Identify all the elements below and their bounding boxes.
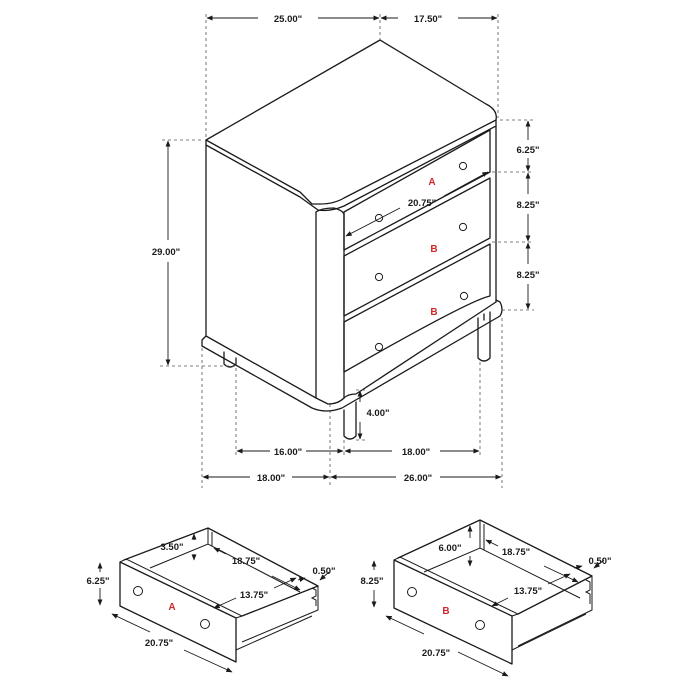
chest-top bbox=[205, 39, 497, 205]
knob-icon bbox=[458, 222, 468, 232]
knob-icon bbox=[374, 342, 384, 352]
drawer-b-label: B bbox=[442, 606, 449, 617]
chest-dimensions bbox=[160, 14, 534, 488]
leg-front-corner bbox=[343, 401, 357, 440]
dim-leg-height: 4.00" bbox=[367, 408, 390, 419]
drawer-a-box bbox=[123, 527, 319, 617]
dim-b-inner-depth: 18.75" bbox=[502, 547, 530, 558]
knob-icon bbox=[407, 587, 417, 597]
leg-back-left bbox=[223, 351, 237, 368]
drawer-label-bottom: B bbox=[430, 307, 437, 318]
drawer-front-middle bbox=[343, 177, 491, 317]
knob-icon bbox=[133, 586, 143, 596]
dim-top-width: 17.50" bbox=[414, 14, 442, 25]
chest-side-panel bbox=[205, 144, 317, 399]
dim-overall-height: 29.00" bbox=[152, 247, 180, 258]
dim-a-panel-thickness: 0.50" bbox=[313, 566, 336, 577]
dim-drawer-front-width: 20.75" bbox=[408, 198, 436, 209]
dim-a-inner-width: 13.75" bbox=[240, 590, 268, 601]
dim-bottom-drawer-height: 8.25" bbox=[517, 270, 540, 281]
knob-icon bbox=[374, 272, 384, 282]
drawer-b-front bbox=[393, 559, 513, 665]
dim-a-front-height: 6.25" bbox=[87, 576, 110, 587]
dim-b-front-height: 8.25" bbox=[361, 576, 384, 587]
knob-icon bbox=[475, 620, 485, 630]
drawer-b-drawing bbox=[371, 519, 605, 677]
drawer-b-dimension-labels: 6.00" 18.75" 0.50" 8.25" 13.75" 20.75" bbox=[361, 543, 612, 659]
knob-icon bbox=[458, 161, 468, 171]
chest-plinth bbox=[201, 299, 503, 412]
dim-b-panel-thickness: 0.50" bbox=[589, 556, 612, 567]
knob-icon bbox=[459, 291, 469, 301]
chest-drawing bbox=[201, 39, 503, 440]
dim-a-inner-height: 3.50" bbox=[161, 542, 184, 553]
chest-top-edge bbox=[205, 119, 497, 212]
chest-dimension-labels: 25.00" 17.50" 29.00" 6.25" 8.25" 8.25" 2… bbox=[152, 14, 540, 484]
knob-icon bbox=[200, 619, 210, 629]
leg-front-right bbox=[477, 311, 491, 362]
dim-middle-drawer-height: 8.25" bbox=[517, 200, 540, 211]
dim-leg-span-side: 16.00" bbox=[274, 447, 302, 458]
dim-a-front-width: 20.75" bbox=[145, 638, 173, 649]
dim-top-drawer-height: 6.25" bbox=[517, 145, 540, 156]
drawer-front-top bbox=[343, 129, 491, 251]
drawer-a-dimension-labels: 3.50" 18.75" 0.50" 6.25" 13.75" 20.75" bbox=[87, 542, 336, 649]
dim-leg-span-front: 18.00" bbox=[402, 447, 430, 458]
drawer-label-middle: B bbox=[430, 244, 437, 255]
chest-plinth-top bbox=[343, 301, 497, 399]
dim-b-inner-height: 6.00" bbox=[439, 543, 462, 554]
drawer-a-drawing bbox=[97, 527, 330, 673]
dim-b-inner-width: 13.75" bbox=[514, 586, 542, 597]
drawer-a-label: A bbox=[168, 602, 175, 613]
dim-top-depth: 25.00" bbox=[274, 14, 302, 25]
dim-base-width: 26.00" bbox=[404, 473, 432, 484]
chest-corner-post bbox=[315, 207, 345, 405]
dim-base-depth: 18.00" bbox=[257, 473, 285, 484]
drawer-b-box bbox=[397, 519, 593, 615]
dim-a-inner-depth: 18.75" bbox=[232, 556, 260, 567]
drawer-label-top: A bbox=[428, 177, 435, 188]
dim-b-front-width: 20.75" bbox=[422, 648, 450, 659]
drawer-front-bottom bbox=[343, 243, 491, 373]
drawer-a-front bbox=[119, 561, 237, 663]
